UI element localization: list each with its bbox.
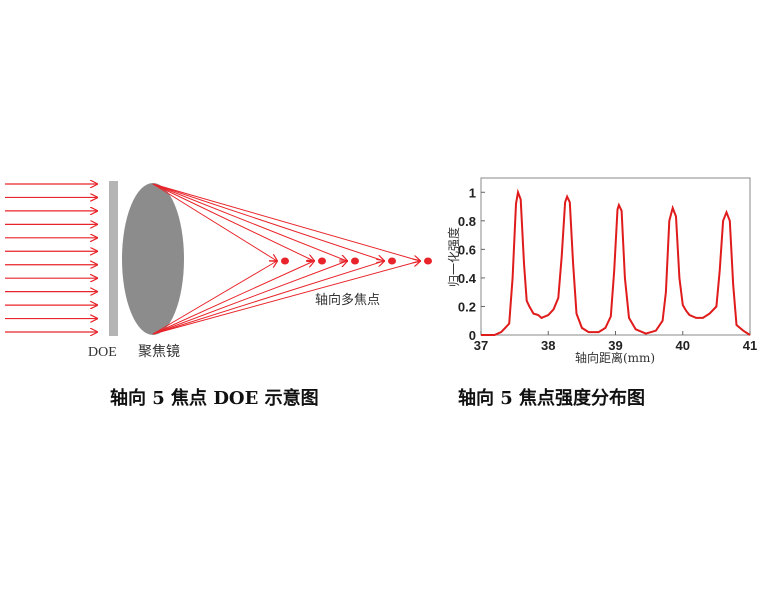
intensity-chart: 37 38 39 40 41 0 0.2 0.4 0.6 0.8 1 轴向距离(mm) 归一化强度 bbox=[446, 177, 757, 365]
y-tick-label: 0.2 bbox=[458, 299, 476, 314]
foci-label: 轴向多焦点 bbox=[315, 292, 380, 308]
chart-caption: 轴向 5 焦点强度分布图 bbox=[458, 388, 646, 409]
x-tick-label: 38 bbox=[541, 338, 555, 353]
incident-rays bbox=[5, 184, 97, 332]
focused-ray bbox=[152, 183, 277, 261]
focused-ray bbox=[152, 261, 420, 335]
focal-points bbox=[281, 257, 432, 265]
focal-point bbox=[424, 257, 432, 265]
focal-point bbox=[351, 257, 359, 265]
x-tick-label: 40 bbox=[676, 338, 690, 353]
focused-rays bbox=[152, 183, 420, 335]
y-tick-label: 1 bbox=[469, 185, 476, 200]
focused-ray bbox=[152, 261, 347, 335]
focused-ray bbox=[152, 261, 277, 335]
x-tick-label: 41 bbox=[743, 338, 757, 353]
doe-plate bbox=[109, 181, 118, 336]
focal-point bbox=[281, 257, 289, 265]
multifocus-doe-diagram: DOE 聚焦镜 轴向多焦点 bbox=[5, 0, 432, 360]
focused-ray bbox=[152, 183, 420, 261]
y-axis-label: 归一化强度 bbox=[446, 227, 461, 287]
focusing-lens bbox=[122, 183, 184, 335]
focal-point bbox=[318, 257, 326, 265]
doe-label: DOE bbox=[88, 345, 117, 360]
axis-ticks: 37 38 39 40 41 0 0.2 0.4 0.6 0.8 1 bbox=[458, 185, 757, 353]
diagram-caption: 轴向 5 焦点 DOE 示意图 bbox=[110, 388, 319, 409]
focused-ray bbox=[152, 183, 347, 261]
x-axis-label: 轴向距离(mm) bbox=[575, 350, 655, 365]
focused-ray bbox=[152, 261, 314, 335]
y-tick-label: 0.8 bbox=[458, 214, 476, 229]
y-tick-label: 0 bbox=[469, 328, 476, 343]
y-tick-label: 0.4 bbox=[458, 271, 477, 286]
focused-ray bbox=[152, 183, 314, 261]
y-tick-label: 0.6 bbox=[458, 242, 476, 257]
focused-ray bbox=[152, 183, 384, 261]
intensity-line bbox=[481, 188, 751, 336]
lens-label: 聚焦镜 bbox=[138, 344, 180, 360]
focused-ray bbox=[152, 261, 384, 335]
x-tick-label: 39 bbox=[608, 338, 622, 353]
focal-point bbox=[388, 257, 396, 265]
x-tick-label: 37 bbox=[474, 338, 488, 353]
